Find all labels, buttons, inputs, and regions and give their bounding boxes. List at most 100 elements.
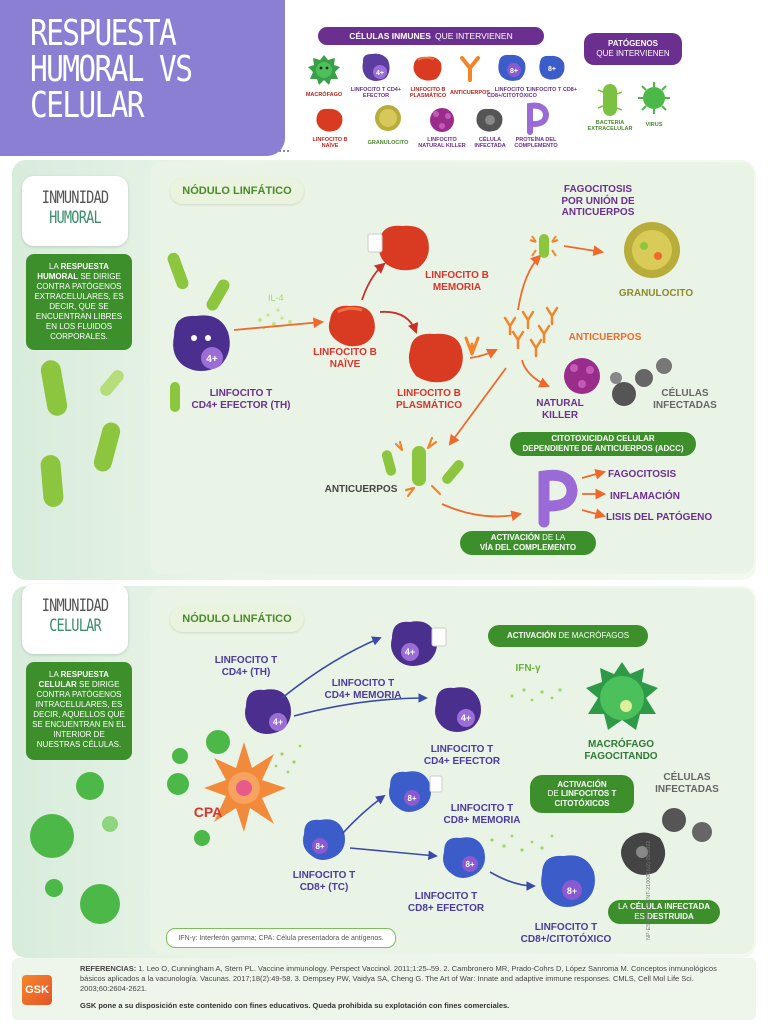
- infected-cells-label: CÉLULAS INFECTADAS: [653, 388, 717, 411]
- destroyed-pre: LA: [617, 902, 628, 912]
- legend-label-macrophage: MACRÓFAGO: [305, 92, 343, 98]
- cellular-node-label: NÓDULO LINFÁTICO: [170, 606, 304, 632]
- complement-rest: DE LA: [542, 533, 566, 543]
- bacteria-icon: [597, 84, 623, 116]
- cellular-diagram-svg: 4+ 4+ 4+ 8+ 8+ 8+ 8+: [30, 621, 712, 924]
- infected-cells-c-label: CÉLULAS INFECTADAS: [655, 772, 719, 795]
- legend-label-t-cd4: LINFOCITO T CD4+ EFECTOR: [350, 87, 402, 100]
- macrophage-phagocyting-icon: [586, 662, 658, 730]
- cellular-desc-post: SE DIRIGE CONTRA PATÓGENOS INTRACELULARE…: [32, 680, 126, 749]
- macro-act-rest: DE MACRÓFAGOS: [558, 631, 630, 641]
- antibodies-2-label: ANTICUERPOS: [324, 484, 398, 495]
- lysis-label: LISIS DEL PATÓGENO: [606, 512, 713, 523]
- opsonized-bacteria-icon: [529, 234, 559, 258]
- t-cd8-effector-label: LINFOCITO T CD8+ EFECTOR: [407, 891, 485, 914]
- legend-label-complement: PROTEÍNA DEL COMPLEMENTO: [514, 137, 558, 150]
- disclaimer: GSK pone a su disposición este contenido…: [80, 1001, 510, 1010]
- complement-activation-pill: ACTIVACIÓN DE LA VÍA DEL COMPLEMENTO: [460, 531, 596, 555]
- title-line-1: RESPUESTA: [30, 13, 177, 54]
- b-memory-label: LINFOCITO B MEMORIA: [425, 270, 489, 293]
- granulocyte-icon: [375, 105, 401, 131]
- sidebar-virus-icon: [30, 772, 120, 924]
- cellular-heading-1: INMUNIDAD: [41, 596, 109, 616]
- phagocytosis-label: FAGOCITOSIS: [608, 469, 677, 480]
- granulocyte-cell-icon: [624, 222, 680, 278]
- lympho-act-rest1: DE: [547, 789, 559, 799]
- svg-text:4+: 4+: [376, 70, 384, 77]
- humoral-node-label: NÓDULO LINFÁTICO: [170, 178, 304, 204]
- immune-cells-pill: CÉLULAS INMUNES QUE INTERVIENEN: [318, 27, 544, 45]
- destroyed-bold2: DESTRUIDA: [647, 912, 694, 921]
- cellular-heading-2: CELULAR: [49, 616, 102, 636]
- cpa-cell-icon: [204, 742, 286, 832]
- footer-band: [12, 958, 756, 1020]
- t-cd8-icon: 8+: [539, 55, 565, 80]
- t-cd4-effector-cell-icon: 4+: [173, 315, 230, 371]
- legend-label-t-cd8: LINFOCITO T CD8+: [526, 87, 578, 93]
- b-naive-icon: [316, 108, 343, 132]
- il4-particles: [258, 308, 292, 330]
- humoral-heading-2: HUMORAL: [49, 208, 102, 228]
- antibodies-cluster-icon: [503, 306, 559, 358]
- t-cd4-effector-badge: 4+: [461, 713, 471, 723]
- b-naive-cell-icon: [328, 305, 375, 347]
- t-cd4-effector-c-cell-icon: 4+: [435, 687, 481, 732]
- cpa-label: CPA: [193, 804, 223, 820]
- immune-pill-bold: CÉLULAS INMUNES: [349, 31, 431, 41]
- signal-particles: [274, 688, 562, 852]
- t-cd8-tc-cell-icon: 8+: [303, 819, 345, 860]
- t-cd4-memory-cell-icon: 4+: [391, 621, 447, 666]
- lympho-act-bold1: ACTIVACIÓN: [557, 779, 607, 789]
- macrophage-activation-pill: ACTIVACIÓN DE MACRÓFAGOS: [488, 625, 648, 647]
- humoral-desc-post: SE DIRIGE CONTRA PATÓGENOS EXTRACELULARE…: [34, 272, 124, 341]
- gsk-logo: GSK: [22, 975, 52, 1005]
- macrophage-phago-label: MACRÓFAGO FAGOCITANDO: [584, 739, 658, 762]
- destroyed-rest: ES: [634, 912, 645, 921]
- il4-label: IL-4: [268, 293, 284, 303]
- gsk-logo-text: GSK: [25, 984, 49, 996]
- legend-label-antibodies: ANTICUERPOS: [449, 90, 491, 96]
- legend-label-granulocyte: GRANULOCITO: [367, 140, 409, 146]
- legend-label-bacteria: BACTERIA EXTRACELULAR: [587, 120, 633, 133]
- immune-pill-rest: QUE INTERVIENEN: [434, 31, 513, 41]
- humoral-desc-pre: LA: [49, 262, 59, 271]
- phagocytosis-antibody-label: FAGOCITOSIS POR UNIÓN DE ANTICUERPOS: [561, 184, 635, 218]
- b-plasma-cell-icon: [408, 333, 480, 383]
- complement-bold: ACTIVACIÓN: [490, 533, 540, 543]
- t-cd4-th-badge: 4+: [273, 717, 283, 727]
- cellular-desc-bold: RESPUESTA CELULAR: [38, 670, 109, 689]
- b-plasma-icon: [413, 56, 442, 81]
- nk-cell-icon: [564, 358, 600, 394]
- infected-cell-icon: [476, 108, 503, 132]
- cellular-heading-card: INMUNIDAD CELULAR: [22, 584, 128, 654]
- t-cd8-cytotoxic-badge: 8+: [567, 886, 577, 896]
- humoral-heading-card: INMUNIDAD HUMORAL: [22, 176, 128, 246]
- lympho-activation-pill: ACTIVACIÓN DE LINFOCITOS T CITOTÓXICOS: [530, 775, 634, 813]
- humoral-diagram-svg: 4+: [40, 222, 680, 528]
- legend-icons-svg: 4+ 8+ 8+: [308, 53, 670, 135]
- bacteria-cluster-icon: [167, 252, 230, 412]
- granulocyte-label: GRANULOCITO: [618, 288, 694, 299]
- t-cd8-tc-label: LINFOCITO T CD8+ (Tc): [292, 870, 356, 893]
- infected-cells-c-icon: [621, 808, 712, 875]
- t-cd8-tc-badge: 8+: [315, 842, 324, 851]
- cell-destroyed-pill: LA CÉLULA INFECTADA ES DESTRUIDA: [608, 900, 720, 924]
- virus-icon: [638, 82, 670, 114]
- t-cd8-effector-badge: 8+: [465, 860, 474, 869]
- complement-protein-icon: [538, 469, 578, 528]
- humoral-heading-1: INMUNIDAD: [41, 188, 109, 208]
- t-cd4-th-cell-icon: 4+: [245, 689, 291, 734]
- antibody-icon: [460, 56, 480, 82]
- t-cd4-effector-c-label: LINFOCITO T CD4+ EFECTOR: [423, 744, 501, 767]
- ifn-label: IFN-γ: [515, 663, 541, 674]
- b-naive-label: LINFOCITO B NAÏVE: [313, 347, 377, 370]
- t-cd4-memory-label: LINFOCITO T CD4+ MEMORIA: [324, 678, 402, 701]
- legend-label-t-cd8-cyto: LINFOCITO T CD8+/CITOTÓXICO: [487, 87, 537, 100]
- sidebar-bacteria-icon: [40, 360, 124, 507]
- t-cd4-memory-badge: 4+: [405, 647, 415, 657]
- legend-label-b-naive: LINFOCITO B NAÏVE: [312, 137, 348, 150]
- t-cd8-cytotoxic-cell-icon: 8+: [541, 855, 595, 907]
- b-plasma-label: LINFOCITO B PLASMÁTICO: [395, 388, 463, 411]
- destroyed-bold1: CÉLULA INFECTADA: [630, 902, 711, 912]
- b-memory-cell-icon: [367, 225, 429, 271]
